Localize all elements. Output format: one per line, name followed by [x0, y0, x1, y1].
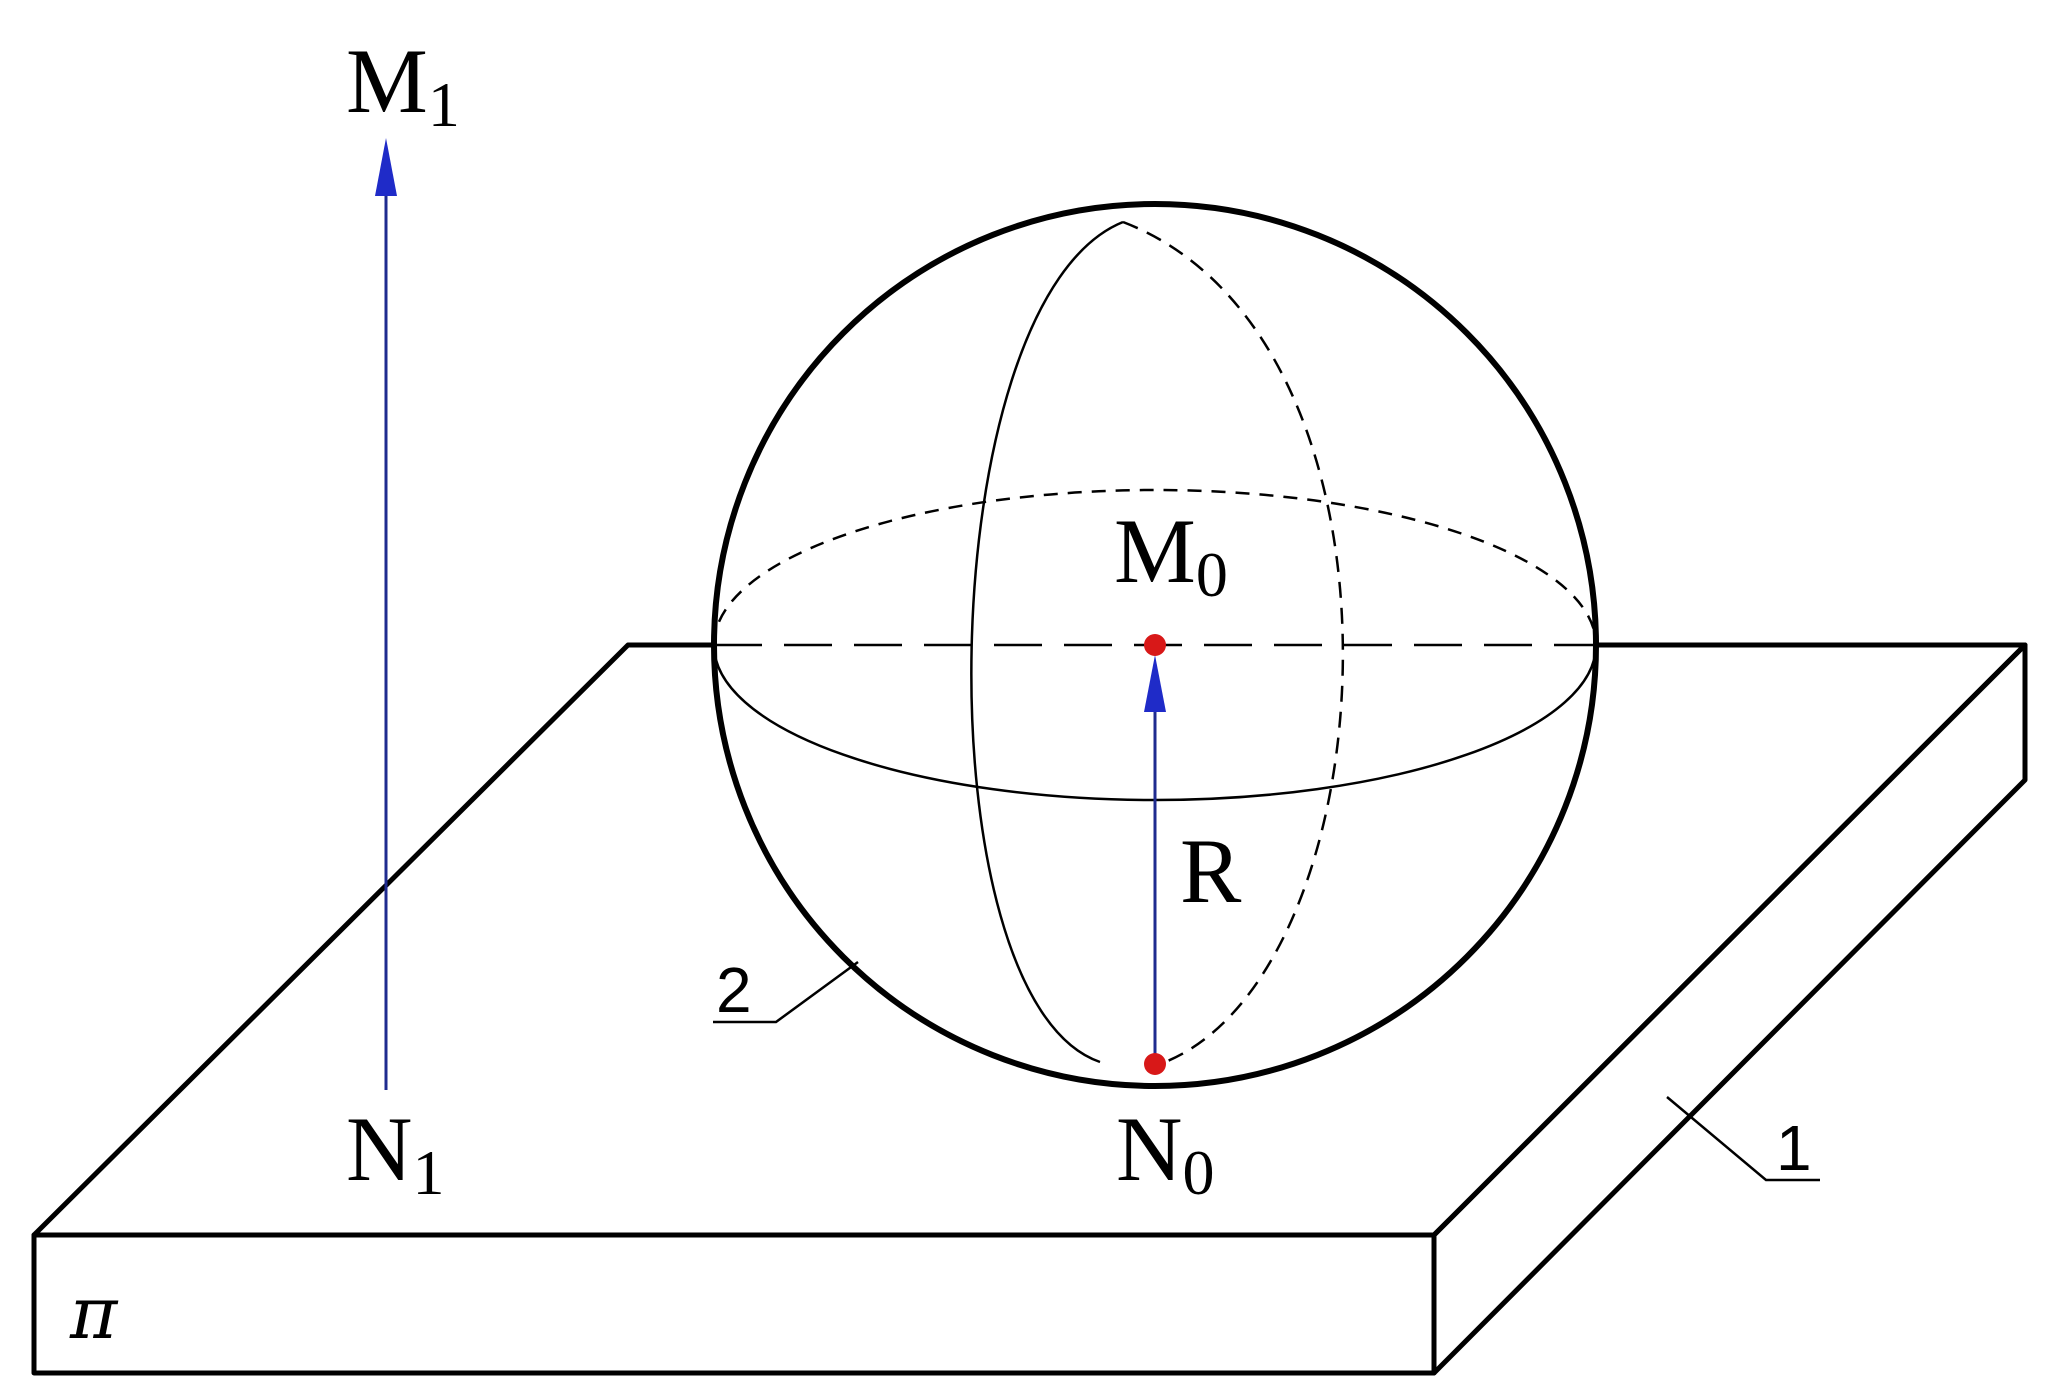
label-n0-sub: 0 — [1182, 1137, 1214, 1208]
callout-1-leader — [1666, 1096, 1820, 1182]
point-n0 — [1144, 1053, 1166, 1075]
label-r: R — [1180, 820, 1242, 922]
vector-n1-m1 — [375, 138, 397, 1090]
label-m0: M0 — [1114, 500, 1228, 610]
meridian-front — [970, 220, 1124, 1064]
vector-n1-m1-arrowhead — [375, 138, 397, 196]
label-m0-sub: 0 — [1196, 539, 1228, 610]
label-m1-letter: M — [346, 30, 428, 132]
plane-right-face — [1431, 642, 2028, 1376]
vector-n0-m0-arrowhead — [1144, 655, 1166, 712]
label-n1: N1 — [346, 1098, 444, 1208]
callout-1-label: 1 — [1776, 1112, 1812, 1184]
label-pi: π — [69, 1271, 119, 1355]
callout-2-leader — [713, 960, 859, 1024]
label-n1-letter: N — [346, 1098, 412, 1200]
label-n0: N0 — [1116, 1098, 1214, 1208]
label-m1: M1 — [346, 30, 460, 140]
label-m1-sub: 1 — [428, 69, 460, 140]
callout-2-label: 2 — [716, 954, 752, 1026]
plane-front-face — [31, 1232, 1437, 1376]
meridian-back-dashed — [1122, 220, 1344, 1066]
vector-n0-m0 — [1144, 655, 1166, 1064]
label-n1-sub: 1 — [412, 1137, 444, 1208]
point-m0 — [1144, 634, 1166, 656]
label-m0-letter: M — [1114, 500, 1196, 602]
equator-back-dashed — [712, 488, 1598, 646]
label-n0-letter: N — [1116, 1098, 1182, 1200]
